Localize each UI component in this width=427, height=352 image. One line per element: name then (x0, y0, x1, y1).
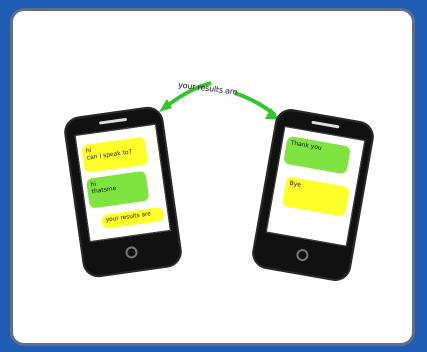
right-message-2: Bye (282, 176, 350, 217)
left-message-3-line-1: your results are (105, 210, 159, 224)
right-message-1-line-1: Thank you (290, 139, 346, 156)
left-message-3: your results are (101, 207, 164, 229)
phone-right-screen: Thank you Bye (266, 126, 366, 247)
phone-right-speaker (311, 121, 339, 129)
right-message-1: Thank you (283, 136, 351, 175)
phone-left-home-button (125, 246, 139, 260)
phone-left-screen: hi can I speak to? hi thatsme your resul… (75, 124, 171, 242)
left-message-2: hi thatsme (86, 171, 150, 209)
diagram-card: your results are hi can I speak to? hi t… (10, 8, 415, 346)
arrow-left-head (159, 99, 172, 112)
phone-right-home-button (295, 248, 309, 262)
left-message-1: hi can I speak to? (81, 136, 148, 173)
phone-left-speaker (99, 118, 127, 125)
right-message-2-line-1: Bye (289, 180, 345, 197)
